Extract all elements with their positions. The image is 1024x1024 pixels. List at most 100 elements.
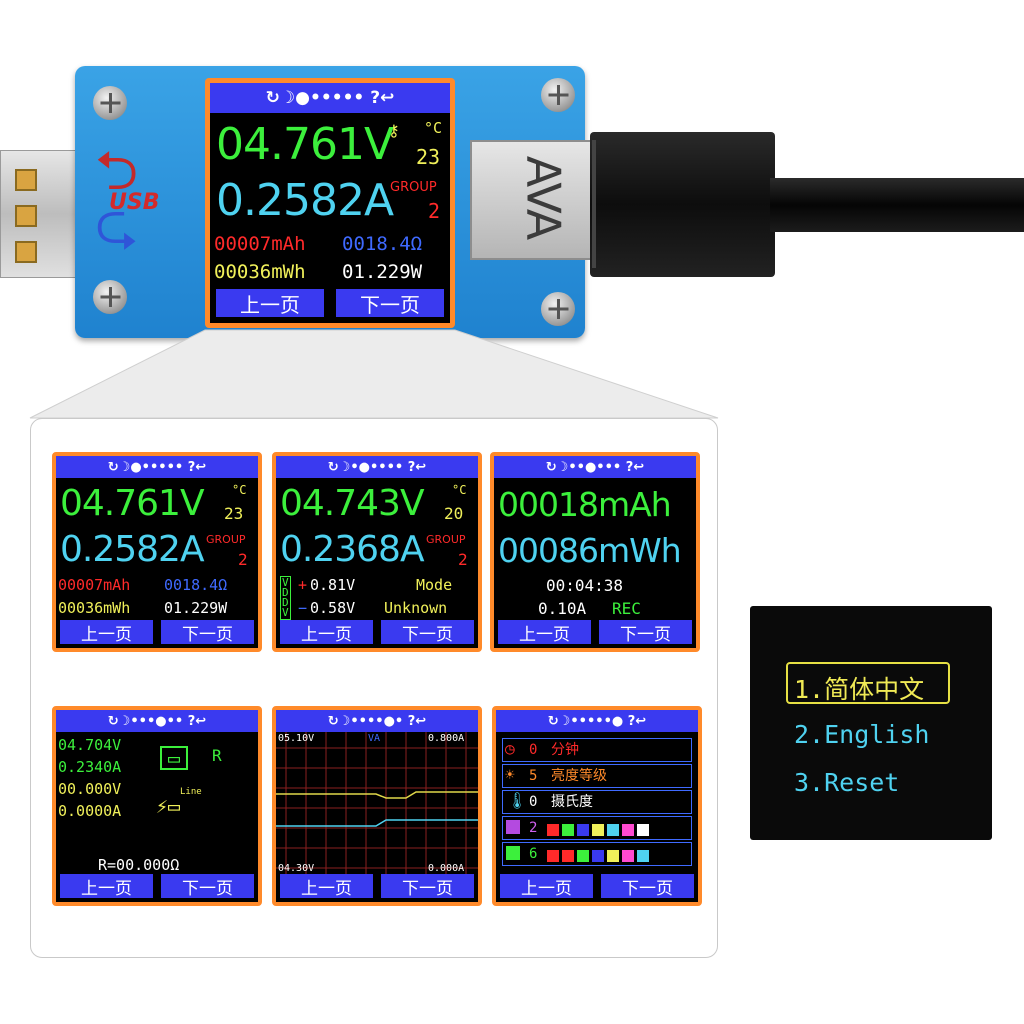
temp-unit: °C — [452, 483, 467, 497]
setting-color[interactable]: 6 — [502, 842, 692, 866]
power-value: 01.229W — [164, 599, 228, 617]
status-bar: ↻☽•••••● ?↩ — [496, 710, 698, 732]
timeout-label: 分钟 — [551, 742, 579, 758]
group-label: GROUP — [426, 533, 466, 546]
menu-item-reset[interactable]: 3.Reset — [794, 768, 900, 797]
next-page-button[interactable]: 下一页 — [336, 289, 444, 317]
a-min-label: 0.000A — [428, 863, 465, 874]
status-bar: ↻☽••●••• ?↩ — [494, 456, 696, 478]
group-label: GROUP — [390, 180, 437, 195]
curve-chart — [276, 732, 478, 878]
voltage-curve — [276, 791, 478, 799]
group-label: GROUP — [206, 533, 246, 546]
prev-page-button[interactable]: 上一页 — [60, 620, 153, 645]
prev-page-button[interactable]: 上一页 — [500, 874, 593, 899]
next-page-button[interactable]: 下一页 — [161, 620, 254, 645]
prev-page-button[interactable]: 上一页 — [280, 620, 373, 645]
temp-unit: °C — [232, 483, 247, 497]
setting-temperature-unit[interactable]: 🌡 0 摄氏度 — [502, 790, 692, 814]
next-page-button[interactable]: 下一页 — [599, 620, 692, 645]
temp-value: 23 — [416, 145, 441, 169]
prev-page-button[interactable]: 上一页 — [216, 289, 324, 317]
temp-value: 20 — [444, 504, 464, 523]
screen-settings: ↻☽•••••● ?↩ ◷ 0 分钟 ☀ 5 亮度等级 🌡 0 摄氏度 2 6 … — [492, 706, 702, 906]
voltage-value: 04.761V — [60, 483, 205, 524]
chart-grid — [276, 732, 478, 878]
next-page-button[interactable]: 下一页 — [381, 874, 474, 899]
group-value: 2 — [458, 550, 468, 569]
screen-main-readings: ↻☽●••••• ?↩ 04.761V °C 23 0.2582A GROUP … — [52, 452, 262, 652]
usb-logo-text: USB — [109, 190, 160, 215]
r-label: R — [212, 746, 222, 765]
plus-icon: + — [298, 576, 308, 594]
screen-data-lines: ↻☽•●•••• ?↩ 04.743V °C 20 0.2368A GROUP … — [272, 452, 482, 652]
arrow-right-icon: ⮎ — [95, 193, 139, 256]
cable-connector — [590, 132, 775, 277]
energy-value: 00036mWh — [58, 599, 131, 617]
rec-label: REC — [612, 599, 641, 618]
screen-curve-graph: ↻☽••••●• ?↩ 05.10V VA 0.800A 04.30V 0.00… — [272, 706, 482, 906]
screw-icon — [93, 280, 127, 314]
elapsed-time: 00:04:38 — [546, 576, 624, 595]
screen-cable-resistance: ↻☽•••●•• ?↩ 04.704V 0.2340A 00.000V 0.00… — [52, 706, 262, 906]
menu-item-chinese[interactable]: 1.简体中文 — [794, 675, 925, 704]
dplus-voltage: 0.81V — [310, 576, 356, 594]
energy-value: 00036mWh — [214, 261, 306, 283]
current-1: 0.2340A — [58, 758, 122, 776]
v-min-label: 04.30V — [278, 863, 315, 874]
usb-pin — [15, 205, 37, 227]
thermometer-icon: 🌡 — [507, 791, 528, 810]
screw-icon — [93, 86, 127, 120]
resistance-value: 0018.4Ω — [342, 233, 423, 255]
setting-theme[interactable]: 2 — [502, 816, 692, 840]
prev-page-button[interactable]: 上一页 — [280, 874, 373, 899]
current-value: 0.2582A — [60, 529, 205, 570]
prev-page-button[interactable]: 上一页 — [498, 620, 591, 645]
mode-label: Mode — [416, 576, 453, 594]
key-icon: ⚷ — [388, 121, 400, 140]
voltage-1: 04.704V — [58, 736, 122, 754]
main-lcd-screen: ↻☽●••••• ?↩ 04.761V ⚷ °C 23 0.2582A GROU… — [205, 78, 455, 328]
theme-value: 2 — [529, 820, 538, 836]
next-page-button[interactable]: 下一页 — [161, 874, 254, 899]
voltage-value: 04.743V — [280, 483, 425, 524]
temp-unit: °C — [424, 119, 443, 137]
resistance-value: 0018.4Ω — [164, 576, 228, 594]
current-2: 0.0000A — [58, 802, 122, 820]
next-page-button[interactable]: 下一页 — [381, 620, 474, 645]
usb-a-port: AVA — [470, 140, 610, 260]
capacity-value: 00007mAh — [58, 576, 131, 594]
minus-icon: − — [298, 599, 308, 617]
status-bar: ↻☽●••••• ?↩ — [210, 83, 450, 113]
sun-icon: ☀ — [505, 765, 515, 784]
color-value: 6 — [529, 846, 538, 862]
current-curve — [276, 819, 478, 827]
usb-pin — [15, 169, 37, 191]
theme-swatches — [547, 821, 652, 837]
screen-accumulation: ↻☽••●••• ?↩ 00018mAh 00086mWh 00:04:38 0… — [490, 452, 700, 652]
temp-unit-label: 摄氏度 — [551, 794, 593, 810]
brightness-label: 亮度等级 — [551, 768, 607, 784]
menu-item-english[interactable]: 2.English — [794, 720, 930, 749]
line-label: Line — [180, 787, 202, 797]
va-label: VA — [368, 733, 381, 744]
port-label: AVA — [516, 155, 571, 239]
color-icon — [506, 846, 520, 860]
voltage-2: 00.000V — [58, 780, 122, 798]
power-value: 01.229W — [342, 261, 423, 283]
setting-screen-timeout[interactable]: ◷ 0 分钟 — [502, 738, 692, 762]
next-page-button[interactable]: 下一页 — [601, 874, 694, 899]
setting-brightness[interactable]: ☀ 5 亮度等级 — [502, 764, 692, 788]
current-value: 0.2368A — [280, 529, 425, 570]
energy-value: 00086mWh — [498, 531, 682, 570]
status-bar: ↻☽●••••• ?↩ — [56, 456, 258, 478]
prev-page-button[interactable]: 上一页 — [60, 874, 153, 899]
cable — [770, 178, 1024, 232]
brightness-value: 5 — [529, 768, 538, 784]
status-bar: ↻☽••••●• ?↩ — [276, 710, 478, 732]
screw-icon — [541, 292, 575, 326]
threshold-current: 0.10A — [538, 599, 587, 618]
voltage-value: 04.761V — [216, 119, 394, 170]
selection-highlight — [786, 662, 950, 704]
